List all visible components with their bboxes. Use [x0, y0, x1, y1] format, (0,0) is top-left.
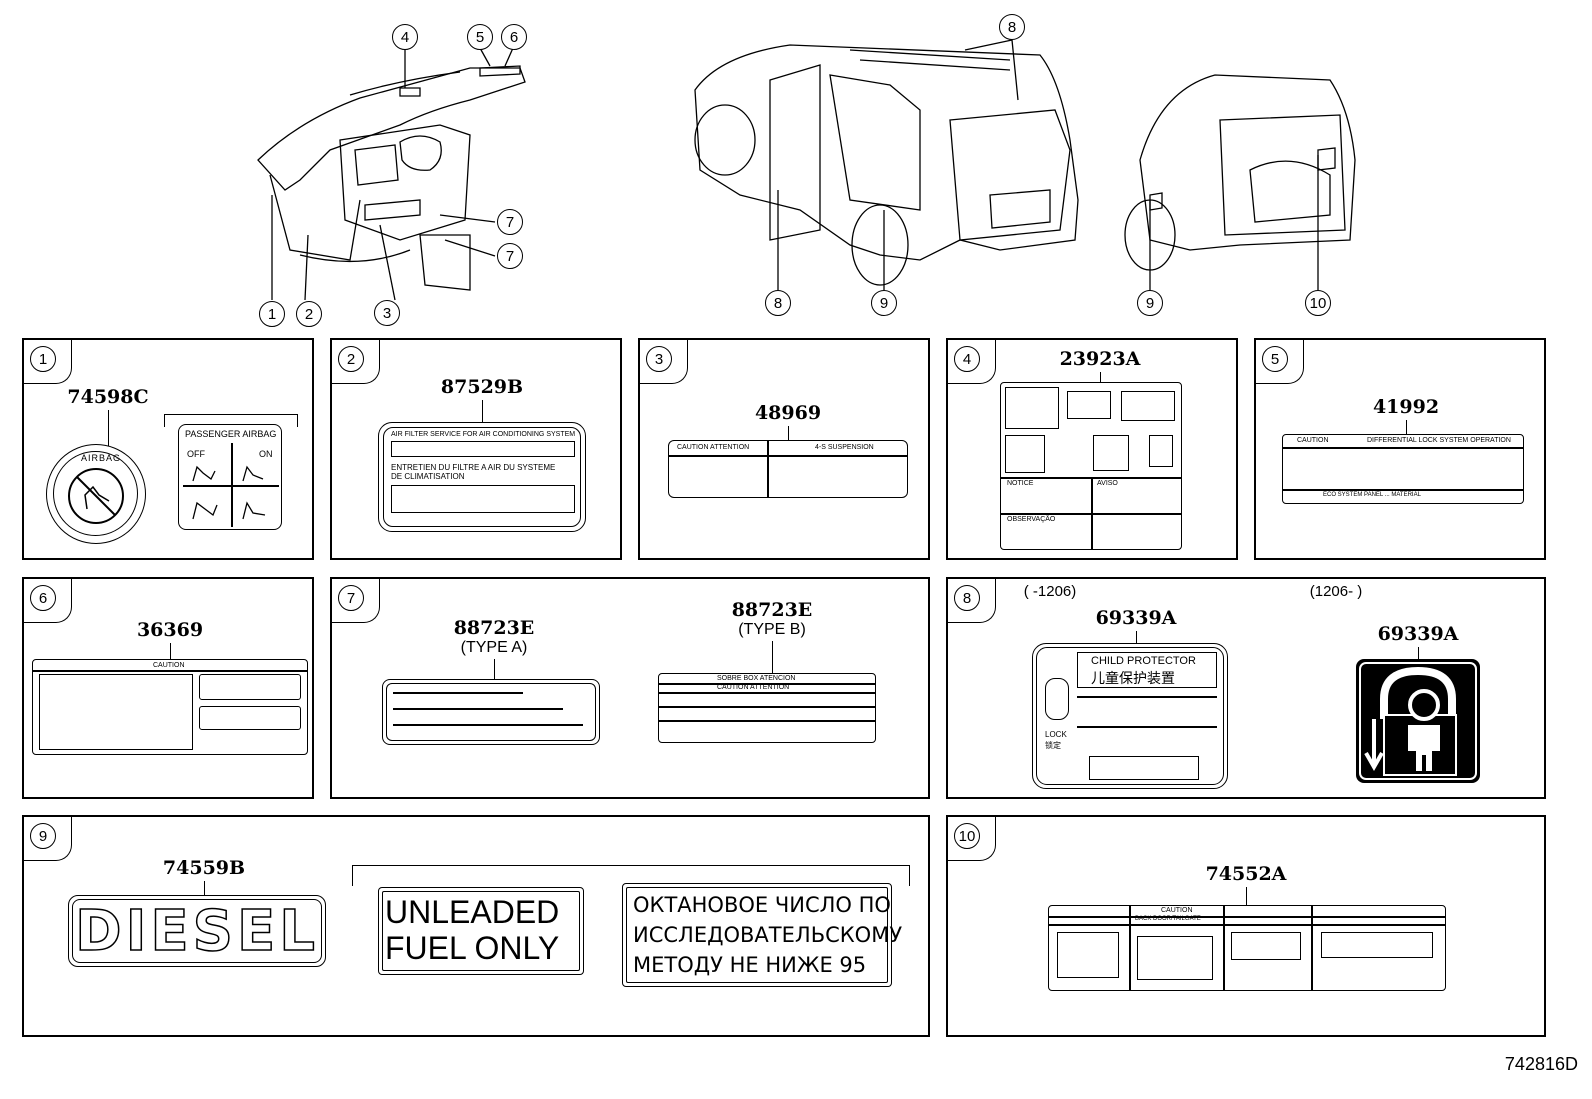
panel-4-number: 4 [954, 346, 980, 372]
notice-text: NOTICE [1007, 480, 1034, 487]
vehicle-illustrations [257, 39, 1356, 301]
callout-5: 5 [467, 24, 493, 50]
off-text: OFF [187, 449, 205, 459]
lock-cn-text: 锁定 [1045, 741, 1061, 750]
lock-text: LOCK [1045, 730, 1067, 739]
range-b-text: (1206- ) [1309, 583, 1363, 600]
panel-6-number: 6 [30, 585, 56, 611]
callout-1: 1 [259, 301, 285, 327]
callout-9-a: 9 [871, 290, 897, 316]
type-b-text: (TYPE B) [738, 621, 806, 638]
child-lock-pictogram [1356, 659, 1480, 783]
callout-7-lower: 7 [497, 243, 523, 269]
back-door-head: BACK DOOR/TAILGATE [1135, 916, 1201, 922]
part-number: 48969 [754, 402, 822, 424]
suspension-head: 4-S SUSPENSION [815, 444, 874, 451]
passenger-airbag-title: PASSENGER AIRBAG [185, 429, 277, 439]
child-protector-title: CHILD PROTECTOR [1091, 655, 1196, 667]
unleaded-line2: FUEL ONLY [385, 930, 560, 966]
type-a-text: (TYPE A) [460, 639, 528, 656]
caution-head: CAUTION [153, 662, 185, 669]
airbag-ring-text: AIRBAG [81, 453, 122, 463]
child-protector-cn: 儿童保护装置 [1091, 670, 1175, 686]
diagram-id: 742816D [1504, 1054, 1578, 1074]
part-number: 74559B [162, 857, 246, 879]
air-filter-line1: AIR FILTER SERVICE FOR AIR CONDITIONING … [391, 431, 576, 438]
russian-octane-label: ОКТАНОВОЕ ЧИСЛО ПО ИССЛЕДОВАТЕЛЬСКОМУ МЕ… [622, 883, 902, 987]
callout-7-upper: 7 [497, 209, 523, 235]
callout-9-b: 9 [1137, 290, 1163, 316]
panel-2-number: 2 [338, 346, 364, 372]
part-number: 74552A [1205, 863, 1287, 885]
callout-2: 2 [296, 301, 322, 327]
airbag-off-sticker: AIRBAG [46, 444, 146, 544]
engine-info-label: NOTICE AVISO OBSERVAÇÃO [1000, 382, 1182, 550]
callout-3: 3 [374, 300, 400, 326]
callout-8-bottom: 8 [765, 290, 791, 316]
diesel-label: DIESEL [68, 895, 326, 967]
back-door-label: CAUTION BACK DOOR/TAILGATE [1048, 905, 1446, 991]
panel-1-number: 1 [30, 346, 56, 372]
panel-3: 3 48969 CAUTION ATTENTION 4-S SUSPENSION [638, 338, 930, 560]
diff-lock-head: DIFFERENTIAL LOCK SYSTEM OPERATION [1367, 437, 1511, 444]
panel-9: 9 74559B DIESEL UNLEADED FUEL ONLY ОКТАН… [22, 815, 930, 1037]
panel-7-number: 7 [338, 585, 364, 611]
panel-9-number: 9 [30, 823, 56, 849]
diesel-text: DIESEL [74, 898, 319, 965]
part-number-type-b: 88723E [731, 599, 813, 621]
observacao-text: OBSERVAÇÃO [1007, 516, 1056, 523]
russian-line1: ОКТАНОВОЕ ЧИСЛО ПО [633, 893, 891, 917]
air-filter-line2: ENTRETIEN DU FILTRE A AIR DU SYSTEME [391, 463, 556, 472]
panel-6: 6 36369 CAUTION [22, 577, 314, 799]
child-lock-icon [1359, 662, 1477, 780]
panel-7: 7 88723E (TYPE A) 88723E (TYPE B) SOBRE … [330, 577, 930, 799]
callout-4: 4 [392, 24, 418, 50]
part-number-a: 69339A [1095, 607, 1177, 629]
part-number: 23923A [1059, 348, 1141, 370]
part-number: 87529B [440, 376, 524, 398]
child-protector-label: CHILD PROTECTOR 儿童保护装置 LOCK 锁定 [1032, 643, 1228, 789]
footer-text: ECO SYSTEM PANEL ... MATERIAL [1323, 492, 1421, 498]
unleaded-label: UNLEADED FUEL ONLY [378, 887, 584, 975]
part-number: 41992 [1372, 396, 1440, 418]
seat-icons [192, 465, 266, 520]
panel-2: 2 87529B AIR FILTER SERVICE FOR AIR COND… [330, 338, 622, 560]
on-text: ON [259, 449, 273, 459]
type-a-label [382, 679, 600, 745]
passenger-airbag-label: PASSENGER AIRBAG OFF ON [178, 424, 282, 530]
panel-8-number: 8 [954, 585, 980, 611]
caution-head: CAUTION [1161, 907, 1193, 914]
caution-label: CAUTION [32, 659, 308, 755]
russian-line3: МЕТОДУ НЕ НИЖЕ 95 [633, 953, 867, 977]
panel-10-number: 10 [954, 823, 980, 849]
unleaded-line1: UNLEADED [385, 894, 560, 930]
caution-head: CAUTION [1297, 437, 1329, 444]
type-b-row2: CAUTION ATTENTION [717, 684, 790, 691]
part-number-type-a: 88723E [453, 617, 535, 639]
panel-8: 8 ( -1206) (1206- ) 69339A CHILD PROTECT… [946, 577, 1546, 799]
part-number-b: 69339A [1377, 623, 1459, 645]
aviso-text: AVISO [1097, 480, 1118, 487]
range-a-text: ( -1206) [1023, 583, 1077, 600]
callout-6: 6 [501, 24, 527, 50]
air-filter-label: AIR FILTER SERVICE FOR AIR CONDITIONING … [378, 422, 586, 532]
panel-1: 1 74598C AIRBAG PASSENGER AIRBAG OFF ON [22, 338, 314, 560]
panel-4: 4 23923A NOTICE AVISO OBSERVAÇÃO [946, 338, 1238, 560]
panel-3-number: 3 [646, 346, 672, 372]
callout-8-top: 8 [999, 14, 1025, 40]
type-b-row1: SOBRE BOX ATENCION [717, 675, 796, 682]
callout-10: 10 [1305, 290, 1331, 316]
caution-head: CAUTION ATTENTION [677, 444, 750, 451]
type-b-label: SOBRE BOX ATENCION CAUTION ATTENTION [658, 673, 876, 743]
no-airbag-icon [68, 468, 124, 524]
part-number: 36369 [136, 619, 204, 641]
diff-lock-label: CAUTION DIFFERENTIAL LOCK SYSTEM OPERATI… [1282, 434, 1524, 504]
part-number: 74598C [67, 386, 149, 408]
suspension-label: CAUTION ATTENTION 4-S SUSPENSION [668, 440, 908, 498]
panel-5: 5 41992 CAUTION DIFFERENTIAL LOCK SYSTEM… [1254, 338, 1546, 560]
panel-10: 10 74552A CAUTION BACK DOOR/TAILGATE [946, 815, 1546, 1037]
panel-5-number: 5 [1262, 346, 1288, 372]
russian-line2: ИССЛЕДОВАТЕЛЬСКОМУ [633, 923, 903, 947]
air-filter-line3: DE CLIMATISATION [391, 472, 465, 481]
